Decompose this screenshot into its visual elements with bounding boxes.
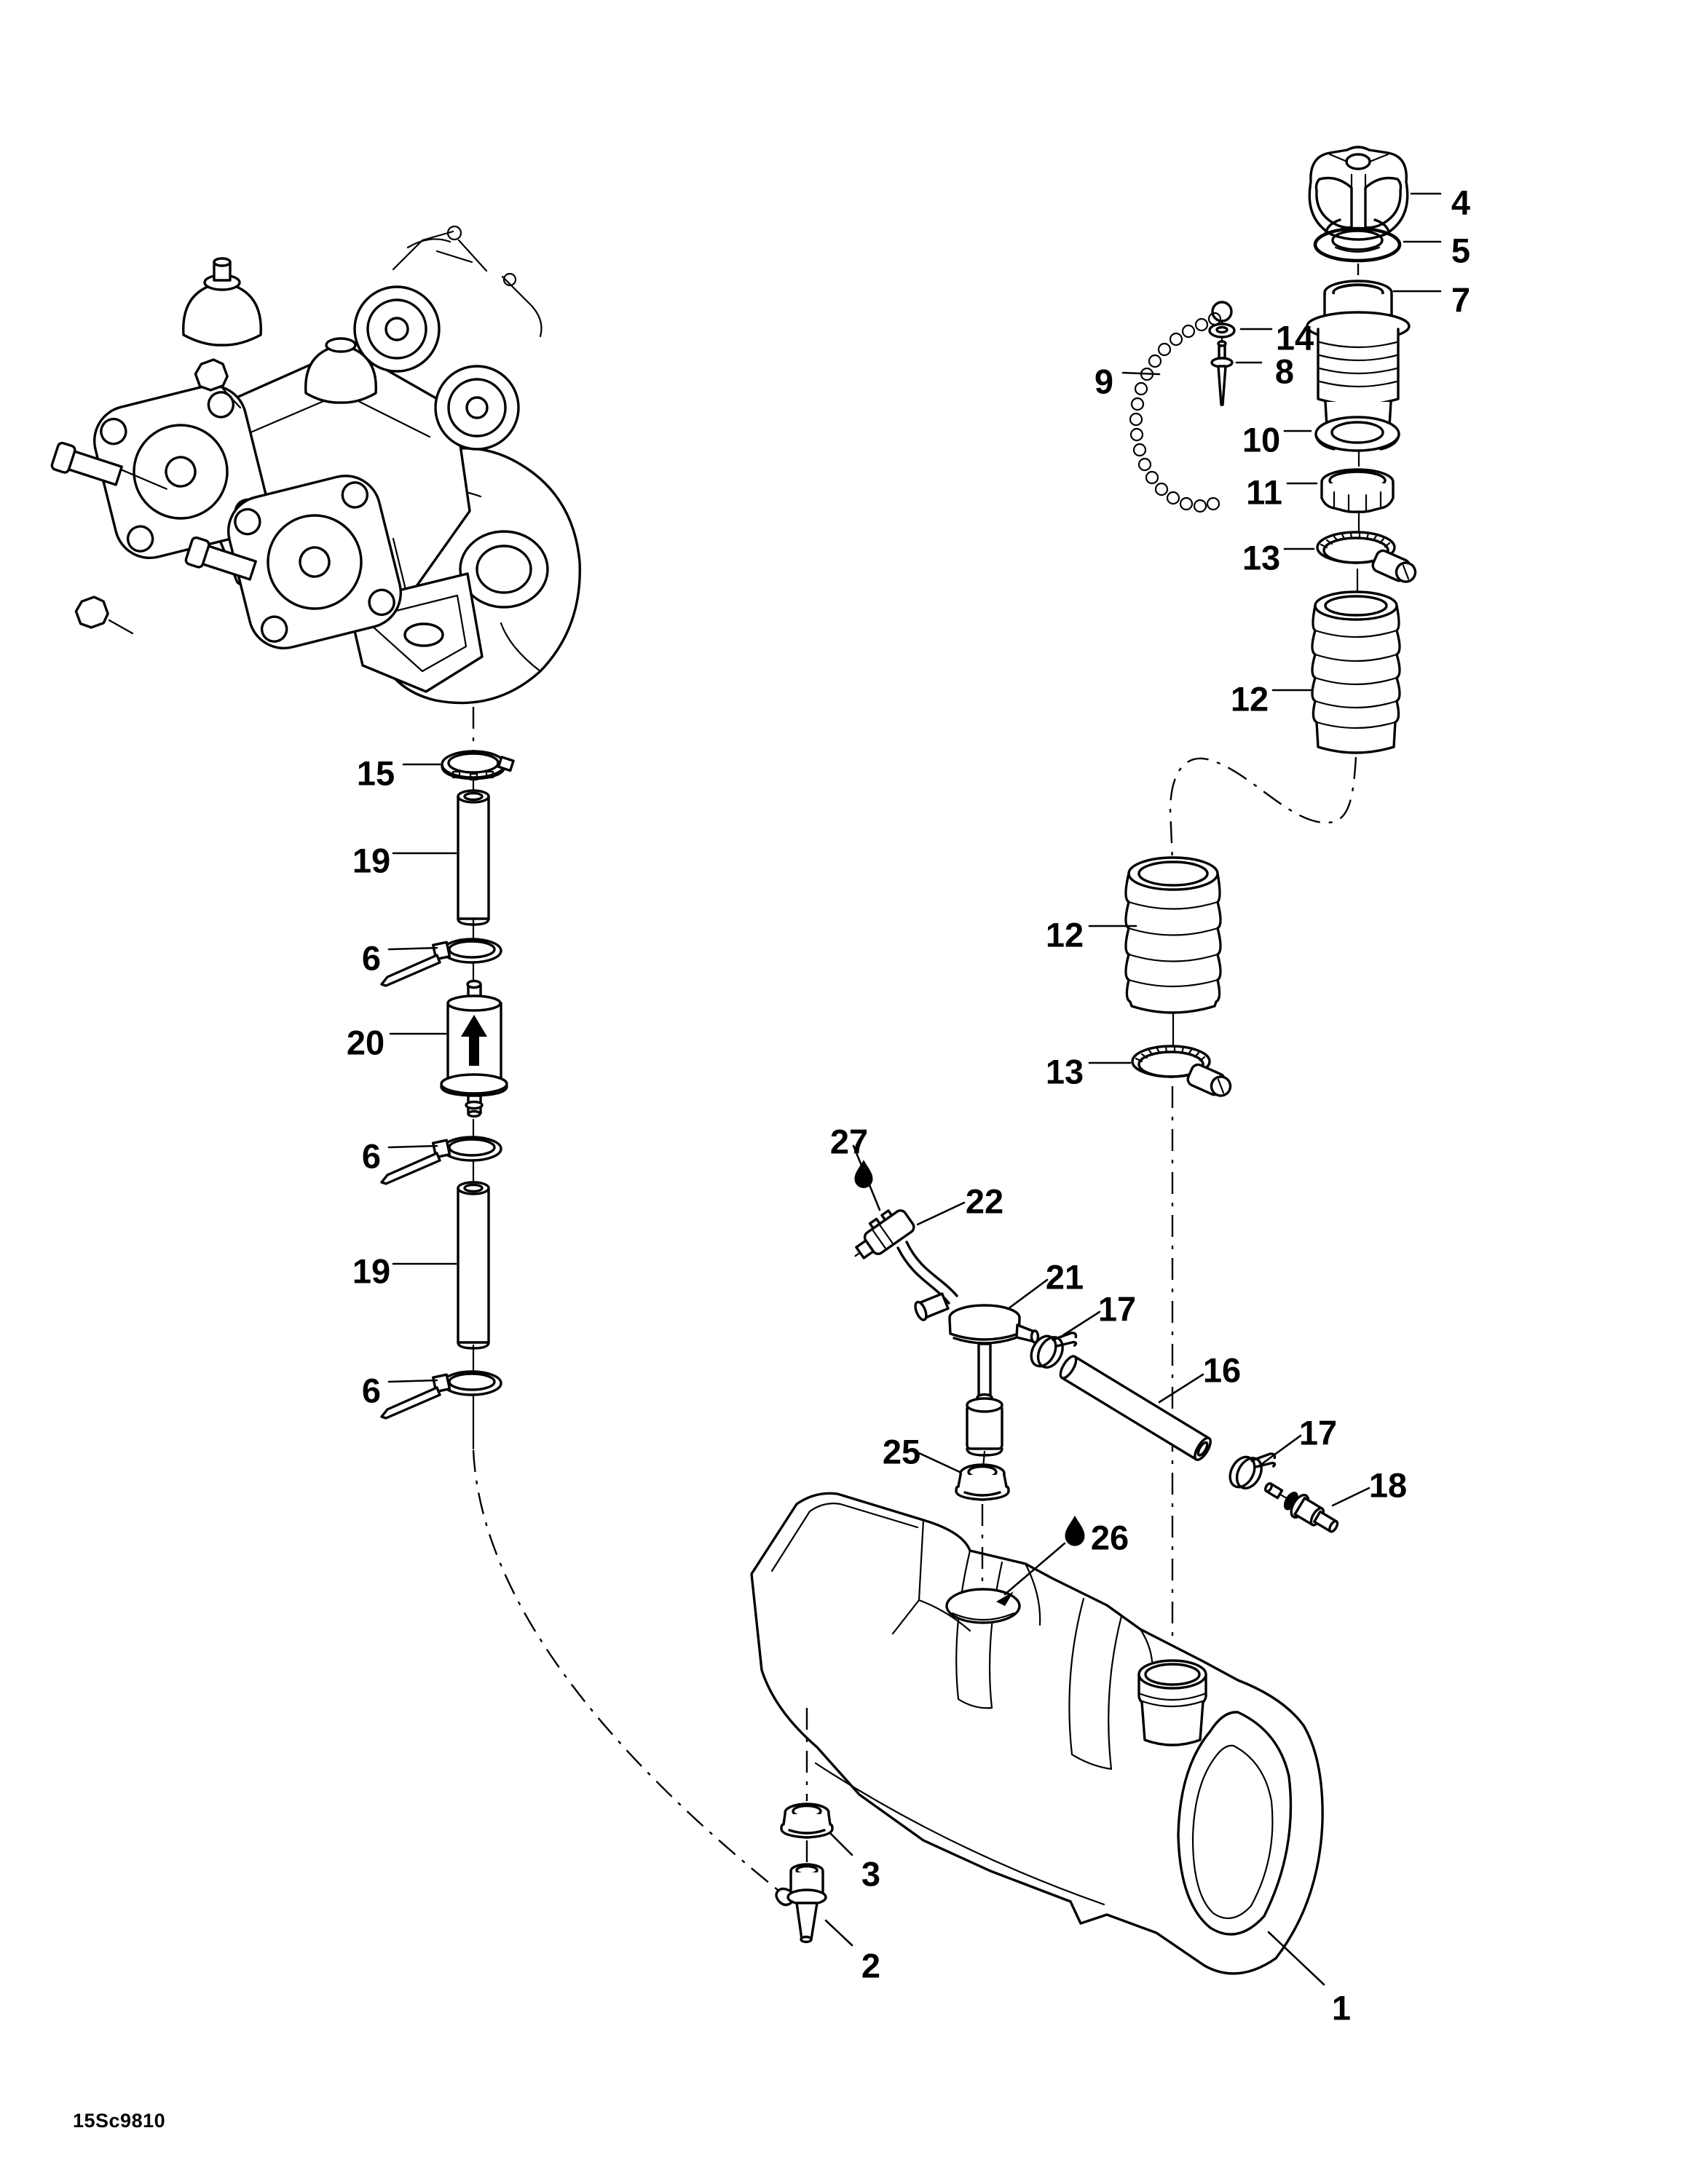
hose-clamp-13b [1131,1045,1232,1097]
mid-hose-column [1124,856,1232,1097]
fuel-tank-1 [750,1492,1324,1975]
grommet-25 [955,1463,1010,1501]
drain-parts [775,1803,834,1944]
gasket-5 [1313,218,1402,263]
hose-12-mid [1124,856,1222,1014]
callout-6c: 6 [362,1371,381,1409]
callout-27: 27 [830,1122,868,1160]
callout-10: 10 [1242,420,1280,459]
oil-drop-26 [996,1515,1085,1606]
callout-15: 15 [357,753,395,792]
callout-17a: 17 [1098,1289,1136,1328]
callout-5: 5 [1451,231,1470,269]
oil-drop-icon-27 [854,1160,873,1188]
tube-19-lower [457,1181,490,1350]
wire-clamp-17b [1228,1452,1277,1489]
grommet-3 [780,1803,834,1839]
clamp-6b [380,1136,502,1185]
flow-direction-arrow-icon [461,1015,487,1066]
callout-labels: 1 2 3 4 5 6 6 6 7 8 9 10 11 12 12 13 13 … [347,183,1470,2027]
callout-18: 18 [1369,1465,1407,1504]
callout-12b: 12 [1046,915,1084,954]
sheet-code: 15Sc9810 [73,2110,165,2132]
callout-7: 7 [1451,280,1470,319]
clamp-15 [441,750,515,781]
callout-21: 21 [1046,1257,1084,1296]
chain-9 [1129,301,1233,513]
callout-25: 25 [883,1432,920,1471]
callout-13a: 13 [1242,538,1280,577]
callout-3: 3 [861,1854,880,1893]
fuel-filter-20 [440,979,508,1118]
hose-clamp-13a [1316,531,1417,583]
callout-6a: 6 [362,938,381,977]
callout-1: 1 [1332,1988,1351,2027]
callout-9: 9 [1095,362,1113,400]
pickup-assembly [852,1144,1339,1533]
clamp-6a [380,938,502,987]
washer-14 [1208,323,1236,339]
callout-20: 20 [347,1023,384,1061]
callout-6b: 6 [362,1136,381,1175]
callout-14: 14 [1276,318,1314,357]
callout-19a: 19 [352,841,390,879]
callout-17b: 17 [1299,1413,1337,1452]
tank-filler-neck [1137,1659,1207,1746]
tube-16 [1059,1355,1212,1461]
callout-19b: 19 [352,1251,390,1290]
filler-fitting-7 [1306,280,1411,432]
washer-10 [1314,416,1400,452]
callout-22: 22 [966,1182,1003,1220]
tube-19-upper [457,789,490,926]
leader-lines [387,192,1442,1986]
fuel-cap-4 [1308,146,1409,241]
callout-11: 11 [1246,472,1282,511]
tank-centerlines [805,1504,984,1865]
check-valve-18 [1263,1482,1339,1533]
callout-13b: 13 [1046,1052,1084,1091]
hose-12-upper [1311,590,1401,754]
callout-8: 8 [1275,352,1294,390]
oil-drop-icon-26 [1065,1515,1085,1546]
pin-8 [1210,340,1234,406]
fuel-line-column [380,750,515,1420]
tank-openings [945,1588,1207,1746]
drain-fitting-2 [775,1863,827,1944]
callout-4: 4 [1451,183,1470,221]
clamp-ticks [1320,531,1391,549]
callout-12a: 12 [1231,679,1269,718]
callout-2: 2 [861,1946,880,1985]
clamp-6c [380,1370,502,1420]
wire-clamp-17a [1030,1332,1078,1369]
callout-26: 26 [1091,1518,1129,1556]
engine-assembly [50,225,581,705]
filler-neck-column [1129,146,1417,754]
callout-16: 16 [1203,1350,1241,1389]
sender-connector-22 [854,1209,915,1259]
fuel-pickup-21 [914,1292,1040,1457]
nut-11 [1320,468,1395,513]
